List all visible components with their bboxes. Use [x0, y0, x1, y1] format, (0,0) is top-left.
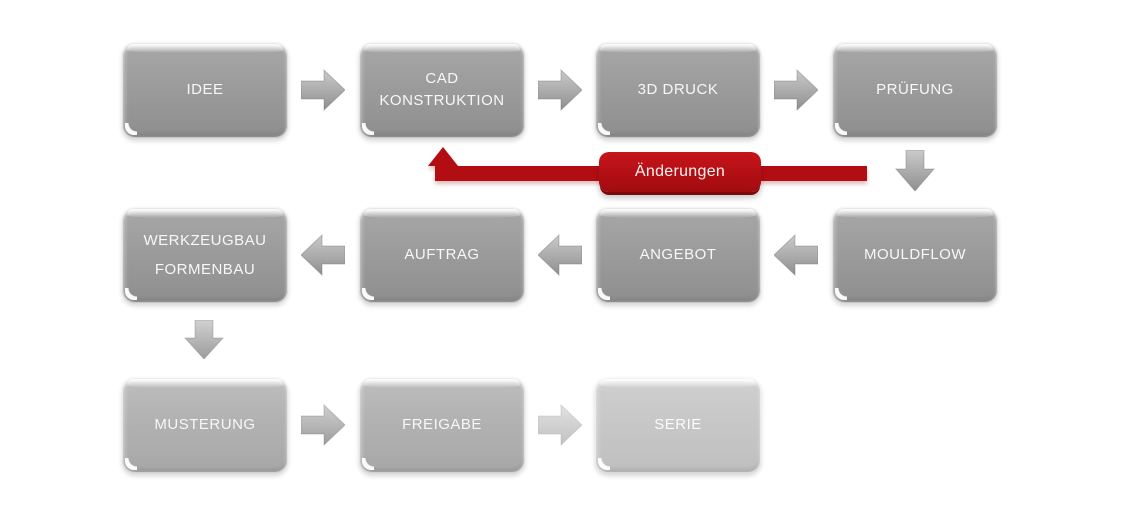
arrow-right-icon-musterung-to-freigabe [301, 403, 345, 447]
arrow-right-icon-cad-to-3ddruck [538, 68, 582, 112]
node-musterung-label: MUSTERUNG [154, 416, 256, 434]
node-mouldflow-label: MOULDFLOW [864, 246, 966, 264]
node-idee-label: IDEE [186, 81, 224, 99]
node-pruefung-label: PRÜFUNG [876, 81, 954, 99]
node-auftrag: AUFTRAG [359, 207, 525, 303]
node-werkzeugbau-formenbau-label: WERKZEUGBAU FORMENBAU [143, 231, 267, 278]
arrow-down-icon-werkzeugbau-to-musterung [183, 320, 225, 360]
node-3d-druck: 3D DRUCK [595, 42, 761, 138]
node-freigabe: FREIGABE [359, 377, 525, 473]
node-angebot-label: ANGEBOT [639, 246, 717, 264]
node-werkzeugbau-formenbau: WERKZEUGBAU FORMENBAU [122, 207, 288, 303]
arrow-down-icon-pruefung-to-mouldflow [894, 150, 936, 192]
node-mouldflow: MOULDFLOW [832, 207, 998, 303]
arrow-right-icon-3ddruck-to-pruefung [774, 68, 818, 112]
feedback-badge: Änderungen [599, 152, 761, 192]
arrow-right-icon-idee-to-cad [301, 68, 345, 112]
node-freigabe-label: FREIGABE [402, 416, 482, 434]
node-3d-druck-label: 3D DRUCK [637, 81, 719, 99]
arrow-left-icon-auftrag-to-werkzeugbau [301, 233, 345, 277]
node-serie-label: SERIE [654, 416, 702, 434]
node-pruefung: PRÜFUNG [832, 42, 998, 138]
node-musterung: MUSTERUNG [122, 377, 288, 473]
node-cad-konstruktion: CAD KONSTRUKTION [359, 42, 525, 138]
node-idee: IDEE [122, 42, 288, 138]
node-auftrag-label: AUFTRAG [404, 246, 480, 264]
node-angebot: ANGEBOT [595, 207, 761, 303]
arrow-left-icon-angebot-to-auftrag [538, 233, 582, 277]
arrow-right-icon-freigabe-to-serie [538, 403, 582, 447]
feedback-badge-label: Änderungen [634, 163, 726, 180]
arrow-left-icon-mouldflow-to-angebot [774, 233, 818, 277]
node-cad-konstruktion-label: CAD KONSTRUKTION [379, 70, 505, 109]
node-serie: SERIE [595, 377, 761, 473]
